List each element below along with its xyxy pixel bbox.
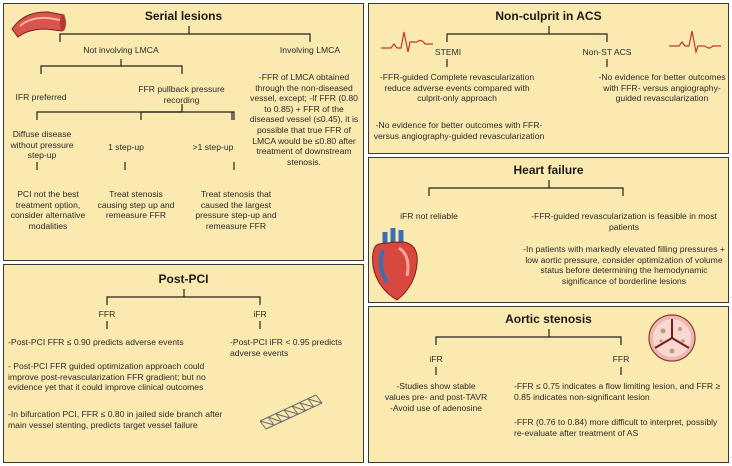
non-culprit-acs-title: Non-culprit in ACS <box>495 9 602 23</box>
ecg-trace-icon-2 <box>669 30 721 55</box>
aortic-stenosis-title: Aortic stenosis <box>505 312 592 326</box>
heart-failure-panel: Heart failure iFR not reliable -FFR-guid… <box>368 157 729 303</box>
serial-lesions-panel: Serial lesions Not involving LMCA Involv… <box>3 3 364 261</box>
one-step-up-label: 1 step-up <box>108 142 144 152</box>
as-ffr-label: FFR <box>612 354 630 364</box>
as-connectors <box>369 307 622 375</box>
as-ffr-text-1: -FFR ≤ 0.75 indicates a flow limiting le… <box>514 381 721 402</box>
stemi-text-1: -FFR-guided Complete revascularization r… <box>379 72 535 104</box>
serial-connectors <box>4 4 311 170</box>
as-ifr-text-2: -Avoid use of adenosine <box>389 403 483 413</box>
post-pci-panel: Post-PCI FFR iFR -Post-PCI FFR ≤ 0.90 pr… <box>3 264 364 463</box>
post-pci-ffr-text-2: - Post-PCI FFR guided optimization appro… <box>8 361 206 393</box>
treat-stenosis-label: Treat stenosis causing step up and remea… <box>97 189 175 221</box>
post-pci-ifr-label: iFR <box>253 309 267 319</box>
stemi-label: STEMI <box>434 47 462 57</box>
nste-text-1: -No evidence for better outcomes with FF… <box>598 72 726 104</box>
post-pci-title: Post-PCI <box>158 272 209 286</box>
non-st-acs-label: Non-ST ACS <box>582 47 632 57</box>
post-pci-ifr-text-1: -Post-PCI iFR < 0.95 predicts adverse ev… <box>230 337 342 358</box>
diffuse-disease-label: Diffuse disease without pressure step-up <box>10 129 74 161</box>
heart-icon <box>372 228 418 301</box>
ifr-preferred-label: IFR preferred <box>15 92 67 102</box>
post-pci-ffr-text-3: -In bifurcation PCI, FFR ≤ 0.80 in jaile… <box>8 409 223 430</box>
hf-ifr-text: iFR not reliable <box>400 211 458 221</box>
serial-lesions-title: Serial lesions <box>144 9 223 23</box>
post-pci-ffr-text-1: -Post-PCI FFR ≤ 0.90 predicts adverse ev… <box>8 337 184 347</box>
aortic-valve-icon <box>648 314 696 362</box>
post-pci-ffr-label: FFR <box>98 309 116 319</box>
pci-not-best-label: PCI not the best treatment option, consi… <box>10 189 86 231</box>
treat-largest-step-label: Treat stenosis that caused the largest p… <box>195 189 277 231</box>
heart-failure-title: Heart failure <box>513 163 584 177</box>
as-ifr-label: iFR <box>429 354 443 364</box>
blood-vessel-icon <box>11 11 66 38</box>
as-ifr-text-1: -Studies show stable values pre- and pos… <box>384 381 488 402</box>
not-involving-lmca-label: Not involving LMCA <box>83 45 159 55</box>
as-ffr-text-2: -FFR (0.76 to 0.84) more difficult to in… <box>514 417 718 438</box>
post-pci-connectors <box>4 265 261 329</box>
acs-connectors <box>369 4 608 67</box>
hf-ffr-text-1: -FFR-guided revascularization is feasibl… <box>531 211 717 232</box>
stemi-text-2: -No evidence for better outcomes with FF… <box>373 120 545 141</box>
aortic-stenosis-panel: Aortic stenosis iFR FFR -Studies show st… <box>368 306 729 463</box>
stent-icon <box>259 394 323 430</box>
multi-step-up-label: >1 step-up <box>192 142 234 152</box>
lmca-ffr-text: -FFR of LMCA obtained through the non-di… <box>249 72 359 167</box>
hf-ffr-text-2: -In patients with markedly elevated fill… <box>523 244 725 286</box>
hf-connectors <box>369 158 624 196</box>
involving-lmca-label: Involving LMCA <box>279 45 341 55</box>
ecg-trace-icon <box>381 31 433 53</box>
ffr-pullback-label: FFR pullback pressure recording <box>138 84 225 105</box>
non-culprit-acs-panel: Non-culprit in ACS STEMI Non-ST ACS -FFR… <box>368 3 729 154</box>
